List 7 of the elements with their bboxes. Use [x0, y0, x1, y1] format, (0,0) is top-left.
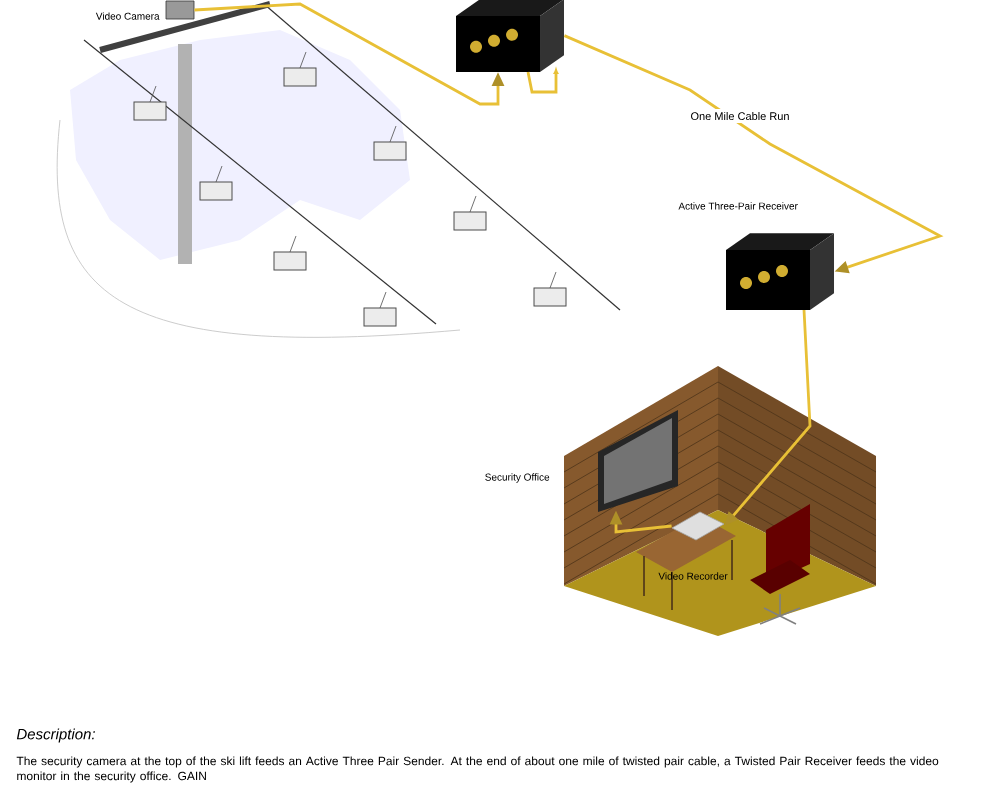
video-recorder-drawing: [671, 511, 725, 541]
cable-arrow: [563, 34, 944, 274]
camera-box: [165, 0, 195, 20]
receiver-drawing: [726, 233, 834, 310]
security-office-drawing: [563, 366, 877, 636]
sender-drawing: [456, 0, 564, 72]
video-monitor-drawing: [598, 410, 678, 512]
